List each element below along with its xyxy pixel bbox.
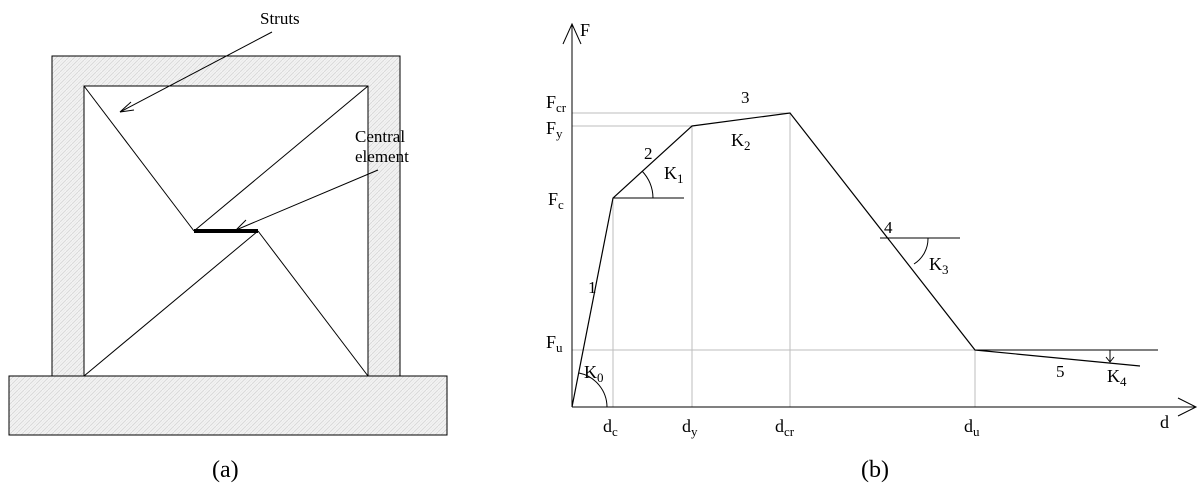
fcr-label: Fcr xyxy=(546,92,567,115)
backbone-curve xyxy=(571,112,1141,408)
segment-4-label: 4 xyxy=(884,218,893,237)
segment-3-label: 3 xyxy=(741,88,750,107)
fcr-label-main: F xyxy=(546,92,556,112)
guide-lines xyxy=(572,112,976,407)
central-arrow-head xyxy=(235,219,250,231)
fy-label-main: F xyxy=(546,118,556,138)
k1-label-main: K xyxy=(664,163,677,183)
dcr-label: dcr xyxy=(775,416,795,439)
k4-angle-tick-icon xyxy=(1105,356,1115,363)
k3-label-sub: 3 xyxy=(942,262,949,277)
k3-label: K3 xyxy=(929,254,949,277)
y-axis-label: F xyxy=(580,20,590,40)
caption-b: (b) xyxy=(861,457,889,483)
dcr-label-main: d xyxy=(775,416,784,436)
fc-label-sub: c xyxy=(558,197,564,212)
foundation-slab xyxy=(8,375,448,436)
dcr-label-sub: cr xyxy=(784,424,795,439)
struts-arrow-head xyxy=(119,101,135,113)
y-axis-arrow-icon xyxy=(562,22,582,45)
k0-label-main: K xyxy=(584,362,597,382)
panel-a-frame-diagram: Struts Central element (a) xyxy=(8,9,448,483)
du-label: du xyxy=(964,416,980,439)
k4-label-main: K xyxy=(1107,366,1120,386)
k2-label-main: K xyxy=(731,130,744,150)
du-label-sub: u xyxy=(973,424,980,439)
strut-bottom-left xyxy=(83,230,259,377)
dy-label: dy xyxy=(682,416,698,439)
fc-label: Fc xyxy=(548,189,564,212)
fcr-label-sub: cr xyxy=(556,100,567,115)
central-label-line2: element xyxy=(355,147,409,166)
k4-label: K4 xyxy=(1107,366,1127,389)
k1-angle-arc xyxy=(641,170,654,199)
k3-label-main: K xyxy=(929,254,942,274)
k0-label-sub: 0 xyxy=(597,370,604,385)
k3-angle-arc xyxy=(913,237,929,265)
dc-label: dc xyxy=(603,416,618,439)
strut-bottom-right xyxy=(257,230,369,377)
fy-label: Fy xyxy=(546,118,563,141)
dy-label-main: d xyxy=(682,416,691,436)
k2-label-sub: 2 xyxy=(744,138,751,153)
x-axis-arrow-icon xyxy=(1177,397,1198,417)
fu-label: Fu xyxy=(546,332,563,355)
k0-angle-arc xyxy=(578,372,608,408)
k4-label-sub: 4 xyxy=(1120,374,1127,389)
struts-arrow-line xyxy=(119,31,273,113)
fy-label-sub: y xyxy=(556,126,563,141)
segment-2-label: 2 xyxy=(644,144,653,163)
dc-label-sub: c xyxy=(612,424,618,439)
caption-a: (a) xyxy=(212,457,239,483)
du-label-main: d xyxy=(964,416,973,436)
segment-5-label: 5 xyxy=(1056,362,1065,381)
panel-b-force-displacement: F d Fcr Fy Fc Fu dc dy dcr du K0 K1 K2 K… xyxy=(546,20,1198,483)
k1-label: K1 xyxy=(664,163,684,186)
k0-label: K0 xyxy=(584,362,604,385)
segment-1-label: 1 xyxy=(588,278,597,297)
fu-label-sub: u xyxy=(556,340,563,355)
dc-label-main: d xyxy=(603,416,612,436)
x-axis-label: d xyxy=(1160,412,1169,432)
struts-label: Struts xyxy=(260,9,300,28)
strut-top-right xyxy=(193,85,369,232)
k2-label: K2 xyxy=(731,130,751,153)
k1-label-sub: 1 xyxy=(677,171,684,186)
strut-top-left xyxy=(83,85,195,232)
fc-label-main: F xyxy=(548,189,558,209)
central-label-line1: Central xyxy=(355,127,405,146)
fu-label-main: F xyxy=(546,332,556,352)
central-arrow-line xyxy=(235,169,379,231)
dy-label-sub: y xyxy=(691,424,698,439)
